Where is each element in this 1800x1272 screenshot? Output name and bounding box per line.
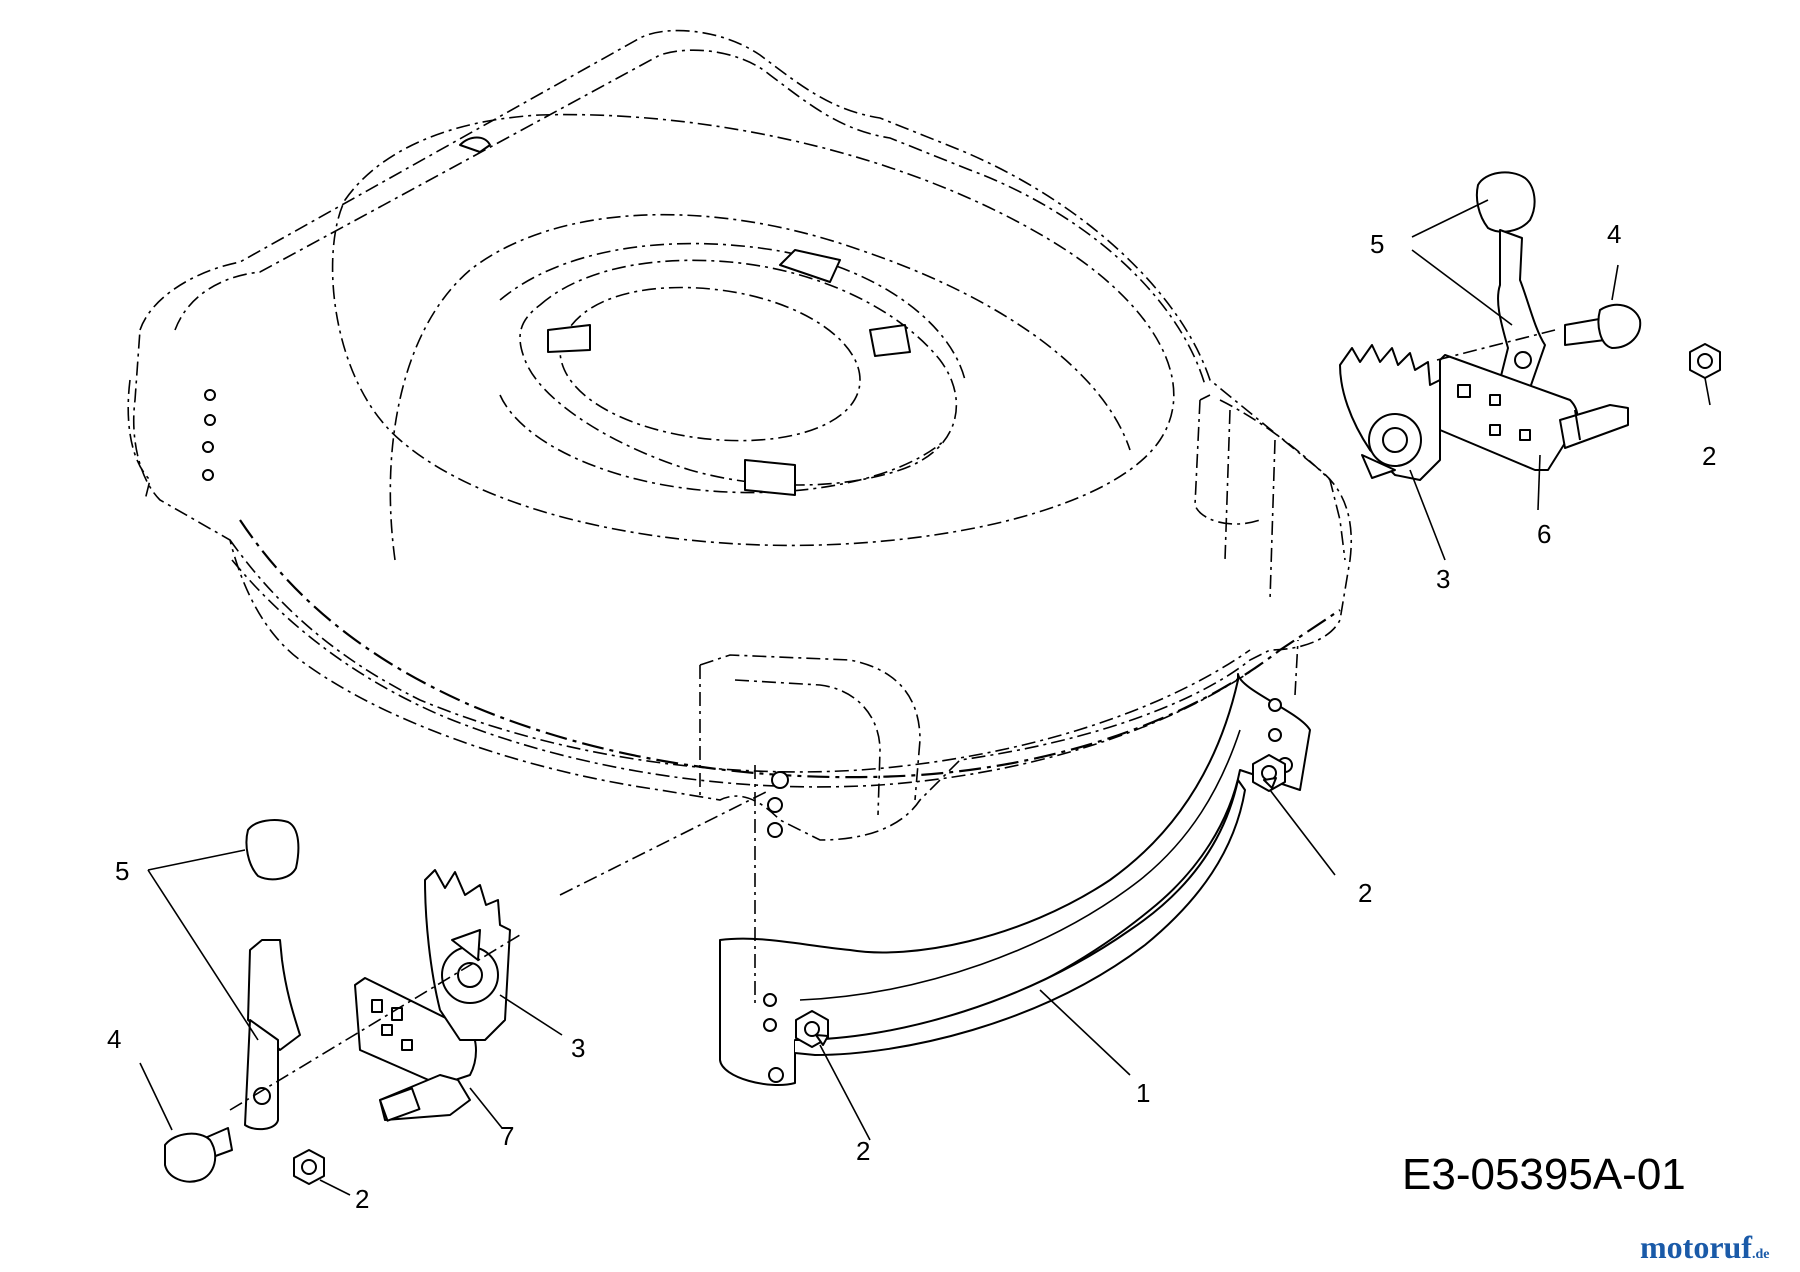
watermark-tld: .de [1752,1247,1770,1262]
callout-2-baffle-right: 2 [1358,878,1372,908]
callout-4-left: 4 [107,1024,121,1054]
right-wheel-axle-plate [1439,354,1629,471]
watermark-logo: motoruf.de [1640,1229,1769,1265]
callout-3-left: 3 [571,1033,585,1063]
left-wheel-nut [293,1149,325,1185]
diagram-code: E3-05395A-01 [1402,1150,1686,1199]
callout-2-left-nut: 2 [355,1184,369,1214]
right-axle-line [1436,329,1556,361]
right-wheel-bolt [1564,303,1642,349]
left-mount-line [559,789,771,896]
callout-6: 6 [1537,519,1551,549]
callout-3-right: 3 [1436,564,1450,594]
left-wheel-axle-plate [354,977,477,1122]
callout-4-right: 4 [1607,219,1621,249]
callout-5-right: 5 [1370,229,1384,259]
left-wheel-bolt [164,1127,233,1183]
callout-2-right-nut: 2 [1702,441,1716,471]
watermark-brand: motoruf [1640,1229,1752,1265]
right-ratchet-plate [1339,344,1441,481]
baffle-nut-right [1252,754,1286,792]
right-wheel-lever [1497,229,1546,389]
callout-1: 1 [1136,1078,1150,1108]
callout-5-left: 5 [115,856,129,886]
left-wheel-lever [244,939,301,1131]
leader-lines [139,199,1711,1196]
left-wheel-knob [245,819,300,881]
right-wheel-knob [1475,171,1536,233]
callout-2-baffle-left: 2 [856,1136,870,1166]
callout-7: 7 [500,1121,514,1151]
mower-deck [127,29,1353,841]
rear-baffle [719,639,1311,1087]
left-axle-line [229,934,521,1111]
watermark: motoruf.de [1640,1229,1769,1265]
callout-labels: 5 4 2 6 3 2 1 2 5 3 4 7 2 [107,219,1716,1214]
right-wheel-nut [1689,343,1721,379]
